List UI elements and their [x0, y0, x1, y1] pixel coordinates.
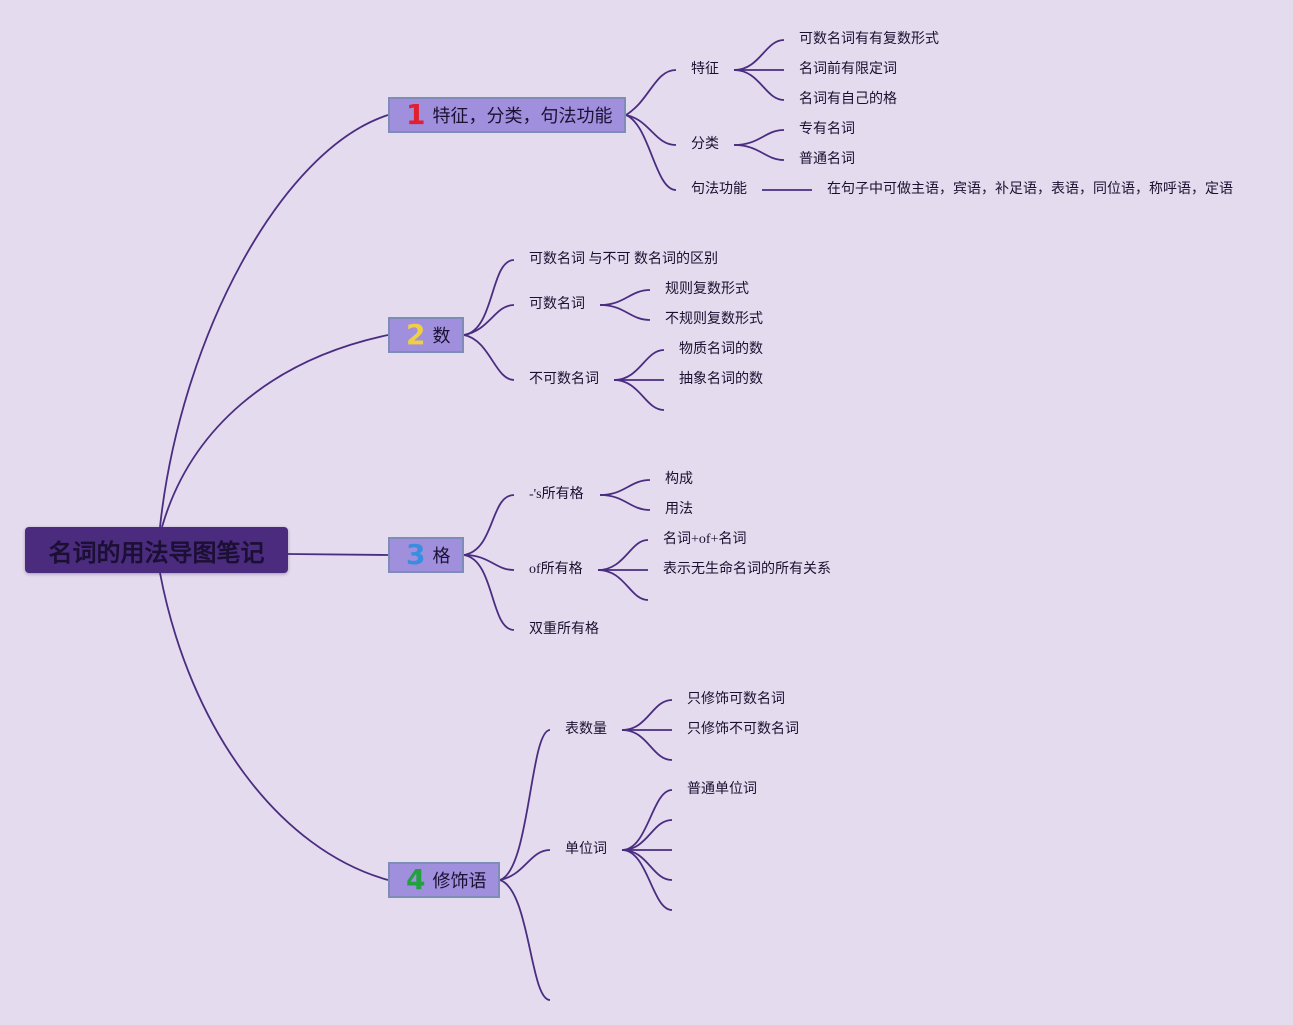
subtopic-common-noun[interactable]: 普通名词 [799, 152, 855, 167]
root-title: 名词的用法导图笔记 [48, 538, 265, 567]
branch-node-1[interactable]: 1 特征，分类，句法功能 [388, 97, 626, 133]
subtopic-uncountable-only[interactable]: 只修饰不可数名词 [687, 722, 799, 737]
topic-uncountable[interactable]: 不可数名词 [529, 372, 599, 387]
topic-difference[interactable]: 可数名词 与不可 数名词的区别 [529, 252, 718, 267]
subtopic-formation[interactable]: 构成 [665, 472, 693, 487]
topic-of-possessive[interactable]: of所有格 [529, 562, 583, 577]
branch-number-2: 2 [406, 318, 426, 351]
topic-unit-words[interactable]: 单位词 [565, 842, 607, 857]
topic-features[interactable]: 特征 [691, 62, 719, 77]
branch-number-1: 1 [406, 98, 426, 131]
subtopic-inanimate-possession[interactable]: 表示无生命名词的所有关系 [663, 562, 831, 577]
branch-node-4[interactable]: 4 修饰语 [388, 862, 500, 898]
root-node[interactable]: 名词的用法导图笔记 [25, 527, 288, 573]
subtopic-noun-of-noun[interactable]: 名词+of+名词 [663, 532, 747, 547]
branch-title-4: 修饰语 [432, 871, 487, 892]
subtopic-abstract-noun[interactable]: 抽象名词的数 [679, 372, 763, 387]
branch-title-1: 特征，分类，句法功能 [432, 106, 613, 127]
branch-number-4: 4 [406, 863, 426, 896]
subtopic-feature-case[interactable]: 名词有自己的格 [799, 92, 897, 107]
subtopic-proper-noun[interactable]: 专有名词 [799, 122, 855, 137]
topic-double-possessive[interactable]: 双重所有格 [529, 622, 599, 637]
subtopic-feature-determiner[interactable]: 名词前有限定词 [799, 62, 897, 77]
branch-title-3: 格 [432, 546, 451, 567]
subtopic-regular-plural[interactable]: 规则复数形式 [665, 282, 749, 297]
topic-classes[interactable]: 分类 [691, 137, 719, 152]
topic-s-possessive[interactable]: -'s所有格 [529, 487, 584, 502]
subtopic-feature-plural[interactable]: 可数名词有有复数形式 [799, 32, 939, 47]
subtopic-irregular-plural[interactable]: 不规则复数形式 [665, 312, 763, 327]
topic-syntax[interactable]: 句法功能 [691, 182, 747, 197]
branch-node-3[interactable]: 3 格 [388, 537, 464, 573]
branch-number-3: 3 [406, 538, 426, 571]
topic-countable[interactable]: 可数名词 [529, 297, 585, 312]
subtopic-countable-only[interactable]: 只修饰可数名词 [687, 692, 785, 707]
subtopic-syntax-roles[interactable]: 在句子中可做主语，宾语，补足语，表语，同位语，称呼语，定语 [827, 182, 1233, 197]
branch-title-2: 数 [432, 326, 451, 347]
subtopic-usage[interactable]: 用法 [665, 502, 693, 517]
subtopic-common-unit-words[interactable]: 普通单位词 [687, 782, 757, 797]
topic-quantity[interactable]: 表数量 [565, 722, 607, 737]
subtopic-material-noun[interactable]: 物质名词的数 [679, 342, 763, 357]
branch-node-2[interactable]: 2 数 [388, 317, 464, 353]
